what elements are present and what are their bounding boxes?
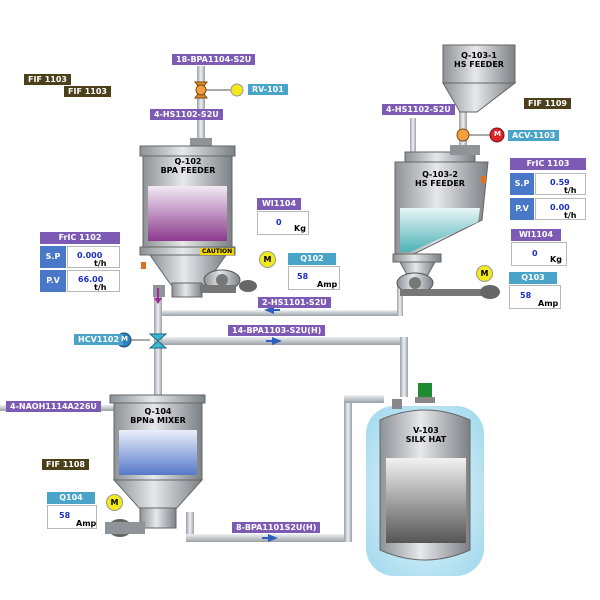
q103-amp-unit: Amp xyxy=(538,299,559,308)
caution-sign: CAUTION xyxy=(200,248,235,255)
hcv1102-motor-letter: M xyxy=(121,335,128,343)
fric1103-sp-label: S.P xyxy=(510,173,534,195)
q104-amp-title: Q104 xyxy=(47,492,95,504)
q102-motor-icon[interactable]: M xyxy=(259,251,276,268)
line-label-hs1102-left: 4-HS1102-S2U xyxy=(150,109,223,120)
v103-name: SILK HAT xyxy=(405,435,447,444)
fric1103-pv-number: 0.00 xyxy=(550,203,570,212)
fric1103-pv-label: P.V xyxy=(510,198,534,220)
q104-motor-icon[interactable]: M xyxy=(106,494,123,511)
q104-vessel xyxy=(109,394,206,529)
q104-amp-unit: Amp xyxy=(76,519,97,528)
q1032-name: HS FEEDER xyxy=(415,179,465,188)
q1031-name: HS FEEDER xyxy=(454,60,504,69)
wi1104-right-value: 0 xyxy=(532,249,538,258)
fif1108-label: FIF 1108 xyxy=(42,459,89,470)
line-label-hs1101: 2-HS1101-S2U xyxy=(258,297,331,308)
q104-amp-box: 58 Amp xyxy=(47,505,97,529)
fif1109-label: FIF 1109 xyxy=(524,98,571,109)
fric1103-pv-unit: t/h xyxy=(564,211,577,220)
q104-amp-value: 58 xyxy=(59,511,71,520)
hcv1102-label[interactable]: HCV1102 xyxy=(74,334,124,345)
acv1103-label[interactable]: ACV-1103 xyxy=(508,130,560,141)
q103-amp-box: 58 Amp xyxy=(509,285,561,309)
fric1103-pv-value: 0.00 t/h xyxy=(535,198,586,220)
q102-name: BPA FEEDER xyxy=(160,166,216,175)
q102-motor-letter: M xyxy=(263,255,272,264)
line-label-bpa1101: 8-BPA1101S2U(H) xyxy=(232,522,321,533)
q1031-tag: Q-103-1 xyxy=(461,51,497,60)
fric1102-pv-value: 66.00 t/h xyxy=(67,270,120,292)
line-label-bpa1103: 14-BPA1103-S2U(H) xyxy=(228,325,326,336)
q103-1-hopper xyxy=(442,44,517,113)
v103-vessel xyxy=(366,383,484,576)
wi1104-right-title: WI1104 xyxy=(511,229,561,241)
q102-amp-unit: Amp xyxy=(317,280,338,289)
v103-tag: V-103 xyxy=(413,426,439,435)
fric1102-sp-label: S.P xyxy=(40,246,66,268)
fric1102-pv-label: P.V xyxy=(40,270,66,292)
fric1103-title: FrIC 1103 xyxy=(510,158,586,170)
fric1103-sp-number: 0.59 xyxy=(550,178,570,187)
q103-2-vessel xyxy=(392,145,489,281)
q102-vessel xyxy=(139,138,236,304)
fric1102-pv-number: 66.00 xyxy=(78,275,104,284)
wi1104-left-unit: Kg xyxy=(294,224,306,233)
wi1104-right-box: 0 Kg xyxy=(511,242,567,266)
q104-tag: Q-104 xyxy=(144,407,172,416)
fif1103-label-a: FIF 1103 xyxy=(24,74,71,85)
fric1102-sp-value[interactable]: 0.000 t/h xyxy=(67,246,120,268)
q102-amp-value: 58 xyxy=(297,272,309,281)
valves xyxy=(116,81,505,349)
fric1102-sp-number: 0.000 xyxy=(77,251,103,260)
q103-motor-icon[interactable]: M xyxy=(476,265,493,282)
acv1103-motor-letter: M xyxy=(494,130,501,138)
wi1104-left-box: 0 Kg xyxy=(257,211,309,235)
q104-name: BPNa MIXER xyxy=(130,416,186,425)
line-label-bpa1104: 18-BPA1104-S2U xyxy=(172,54,256,65)
fric1102-sp-unit: t/h xyxy=(94,259,107,268)
wi1104-right-unit: Kg xyxy=(550,255,562,264)
q102-tag: Q-102 xyxy=(174,157,202,166)
q103-motor-letter: M xyxy=(480,269,489,278)
q102-amp-box: 58 Amp xyxy=(288,266,340,290)
fif1103-label-b: FIF 1103 xyxy=(64,86,111,97)
fric1102-pv-unit: t/h xyxy=(94,283,107,292)
rv101-label[interactable]: RV-101 xyxy=(248,84,288,95)
wi1104-left-value: 0 xyxy=(276,218,282,227)
flow-arrows xyxy=(262,306,282,542)
line-label-naoh: 4-NAOH1114A226U xyxy=(6,401,101,412)
line-label-hs1102-right: 4-HS1102-S2U xyxy=(382,104,455,115)
q1032-tag: Q-103-2 xyxy=(422,170,458,179)
fric1102-title: FrIC 1102 xyxy=(40,232,120,244)
q104-motor-letter: M xyxy=(110,498,119,507)
fric1103-sp-unit: t/h xyxy=(564,186,577,195)
wi1104-left-title: WI1104 xyxy=(257,198,301,210)
motor-pumps xyxy=(105,269,500,537)
fric1103-sp-value[interactable]: 0.59 t/h xyxy=(535,173,586,195)
q102-amp-title: Q102 xyxy=(288,253,336,265)
q103-amp-title: Q103 xyxy=(509,272,557,284)
q103-amp-value: 58 xyxy=(520,291,532,300)
